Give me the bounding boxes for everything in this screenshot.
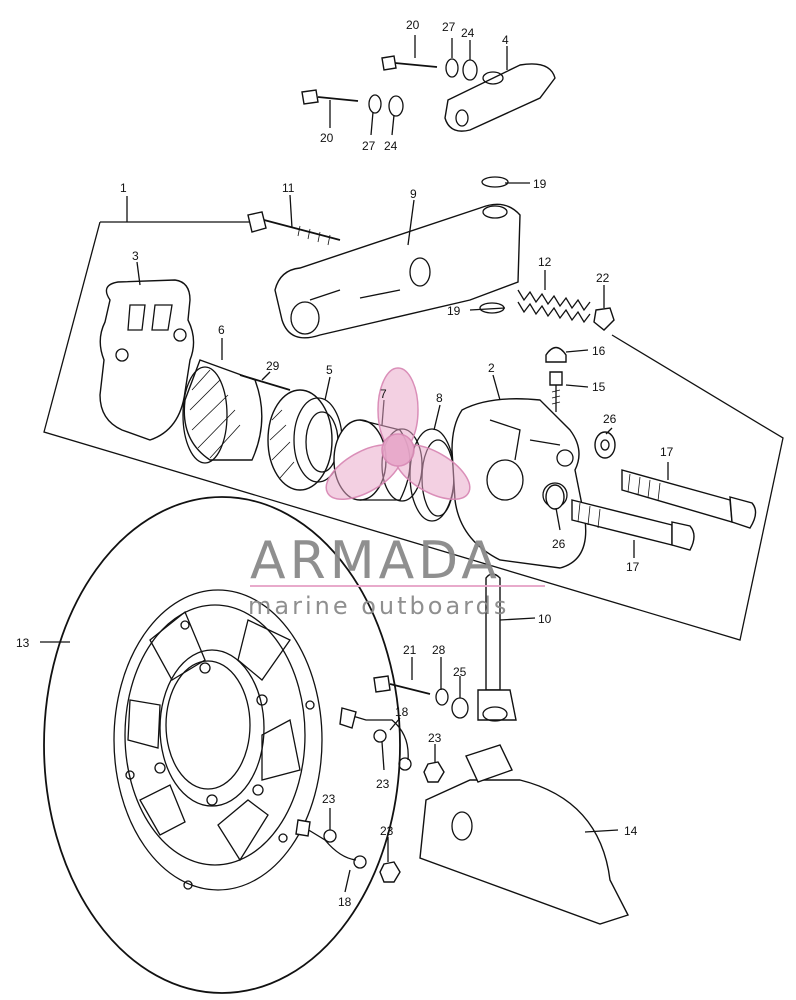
label-26-upper: 26 [603,412,617,426]
label-23-d: 23 [380,824,394,838]
caliper-body [451,398,587,569]
washer-24-upper [462,59,478,81]
label-25: 25 [453,665,467,679]
torque-link-bolt [247,211,341,246]
label-3: 3 [132,249,139,263]
washer-26-b [545,484,565,510]
label-10: 10 [538,612,552,626]
propeller-icon [325,367,471,500]
hose-clamp-lower [295,819,367,869]
label-18-lower: 18 [338,895,352,909]
torque-link [274,203,521,339]
label-24-upper: 24 [461,26,475,40]
label-16: 16 [592,344,606,358]
pad-pin [239,374,291,391]
label-13: 13 [16,636,30,650]
label-19-lower: 19 [447,304,461,318]
label-27-upper: 27 [442,20,456,34]
leader-lines [40,35,669,893]
caliper-bolt-lower [571,499,695,551]
washer-26-a [594,431,616,459]
pin-spring [517,289,591,324]
label-24-lower: 24 [384,139,398,153]
callout-labels: 1 2 3 4 5 6 7 8 9 10 11 12 13 14 15 16 1… [16,18,674,909]
label-26-lower: 26 [552,537,566,551]
mounting-bracket [444,63,556,132]
bolt-20-upper [381,55,438,71]
disc-cover [419,744,629,925]
label-1: 1 [120,181,127,195]
label-27-lower: 27 [362,139,376,153]
label-7: 7 [380,387,387,401]
brake-pad [182,359,263,464]
label-11: 11 [282,181,295,195]
label-22: 22 [596,271,610,285]
label-23-b: 23 [376,777,390,791]
label-28: 28 [432,643,446,657]
label-21: 21 [403,643,417,657]
washer-28 [435,688,449,706]
nut-22 [593,307,615,331]
pad-shim [99,279,195,441]
label-15: 15 [592,380,606,394]
label-17-lower: 17 [626,560,640,574]
bleeder-cap [545,346,567,363]
bolt-21 [373,675,431,695]
hose-clamp-upper [339,707,412,771]
label-29: 29 [266,359,280,373]
label-23-a: 23 [428,731,442,745]
watermark-brand: ARMADA [250,531,501,591]
circlip-19-upper [481,176,509,188]
watermark: ARMADA marine outboards [248,367,545,620]
label-17-upper: 17 [660,445,674,459]
label-4: 4 [502,33,509,47]
label-20-lower: 20 [320,131,334,145]
washer-24-lower [388,95,404,117]
washer-27-lower [368,94,382,114]
label-8: 8 [436,391,443,405]
watermark-tagline: marine outboards [248,592,509,620]
label-6: 6 [218,323,225,337]
caliper-pin [477,573,517,722]
bolt-20-lower [301,89,359,105]
label-2: 2 [488,361,495,375]
caliper-assembly-outline [43,196,784,641]
nut-23-a [423,761,445,783]
label-9: 9 [410,187,417,201]
washer-27-upper [445,58,459,78]
nut-23-b [379,861,401,883]
label-14: 14 [624,824,638,838]
brake-disc [43,496,401,994]
label-12: 12 [538,255,552,269]
caliper-bolt-upper [621,469,757,529]
label-23-c: 23 [322,792,336,806]
label-5: 5 [326,363,333,377]
label-18-upper: 18 [395,705,409,719]
washer-25 [451,697,469,719]
label-19-upper: 19 [533,177,547,191]
bleeder-screw [549,371,563,412]
label-20-upper: 20 [406,18,420,32]
